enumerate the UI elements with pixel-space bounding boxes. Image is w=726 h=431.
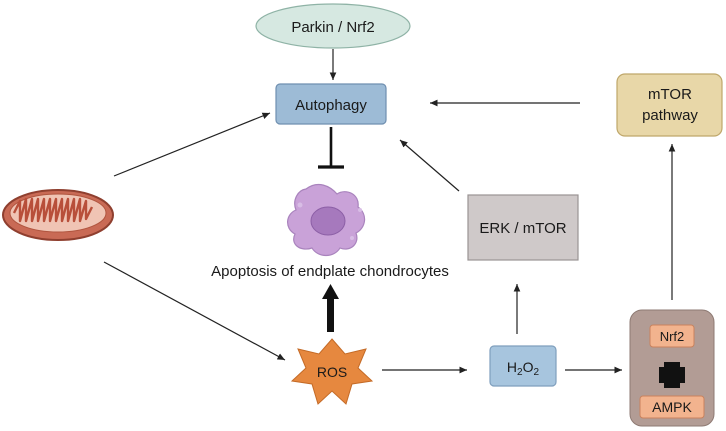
ros-label: ROS [317,364,347,380]
inhibition-bar [318,127,344,169]
apoptotic-cell-icon [287,183,366,257]
ros-node: ROS [290,338,374,405]
thick-arrow-ros-to-apoptosis [322,284,339,332]
nrf2-label: Nrf2 [660,329,685,344]
arrow-mito-to-ros [103,261,286,361]
apoptosis-label: Apoptosis of endplate chondrocytes [211,263,449,280]
mitochondrion-icon [2,189,114,241]
connector-arrows [103,49,676,374]
parkin-nrf2-node: Parkin / Nrf2 [255,3,411,49]
plus-icon [659,362,685,388]
erk-mtor-label: ERK / mTOR [479,220,566,237]
autophagy-node: Autophagy [275,83,387,125]
mtor-pathway-label-line1: mTOR [648,86,692,103]
mtor-pathway-node: mTOR pathway [616,73,723,137]
erk-mtor-node: ERK / mTOR [467,194,579,261]
arrow-erk-to-autophagy [399,139,460,192]
mtor-pathway-label-line2: pathway [642,107,698,124]
h2o2-node: H2O2 [489,345,557,387]
nrf2-ampk-node: Nrf2 AMPK [629,309,715,427]
ampk-label: AMPK [652,399,692,415]
h2o2-label: H2O2 [507,359,540,378]
arrow-mito-to-autophagy [113,112,271,177]
autophagy-label: Autophagy [295,97,367,114]
parkin-nrf2-label: Parkin / Nrf2 [291,19,374,36]
